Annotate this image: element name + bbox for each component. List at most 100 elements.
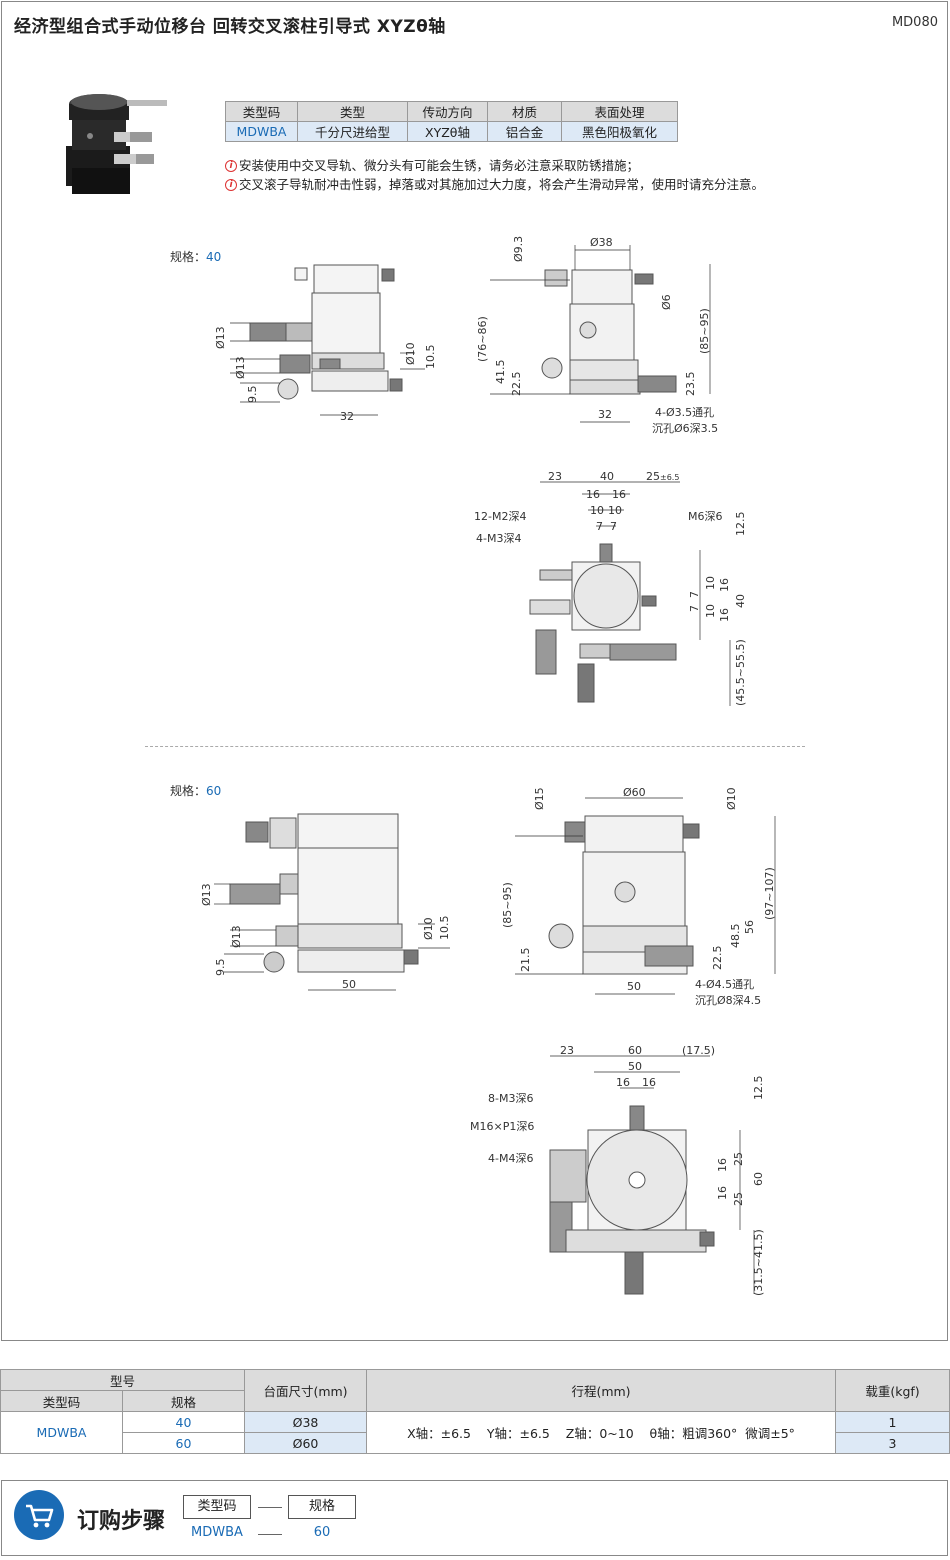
dim-label: 10.5 (424, 345, 437, 370)
spec-header-material: 材质 (487, 101, 562, 122)
cell-spec[interactable]: 40 (122, 1411, 245, 1433)
dim-label: 60 (628, 1044, 642, 1057)
dim-label: 32 (340, 410, 354, 423)
dim-label: 50 (628, 1060, 642, 1073)
dim-label: Ø15 (533, 787, 546, 810)
order-title: 订购步骤 (77, 1509, 166, 1534)
dim-label: 40 (734, 594, 747, 608)
dim-label: 10 (608, 504, 622, 517)
dim-label: 9.5 (246, 386, 259, 404)
notes: i 安装使用中交叉导轨、微分头有可能会生锈，请务必注意采取防锈措施； i 交叉滚… (225, 156, 764, 194)
dim-label: (17.5) (682, 1044, 715, 1057)
cell-spec[interactable]: 60 (122, 1432, 245, 1454)
dim-label: 16 (586, 488, 600, 501)
dim-label: 40 (600, 470, 614, 483)
dim-label: Ø10 (422, 917, 435, 940)
header-spec: 规格 (122, 1390, 245, 1412)
cell-load: 3 (835, 1432, 950, 1454)
spec-cell-type-code[interactable]: MDWBA (225, 121, 298, 142)
dim-label: Ø9.3 (512, 236, 525, 262)
dim-label: 32 (598, 408, 612, 421)
spec-cell-type: 千分尺进给型 (297, 121, 408, 142)
dim-label: Ø13 (234, 356, 247, 379)
side-view-60: Ø13 Ø13 9.5 Ø10 10.5 50 (200, 813, 451, 991)
page-frame (1, 1, 948, 1341)
dim-label: 16 (616, 1076, 630, 1089)
spec-cell-direction: XYZθ轴 (407, 121, 488, 142)
size-label-text: 规格： (170, 250, 207, 264)
dim-label: 22.5 (510, 372, 523, 397)
front-view-40: Ø9.3 Ø38 Ø6 (76~86) 41.5 22.5 (85~95) 23… (476, 236, 718, 435)
side-view-40: Ø13 Ø13 9.5 Ø10 10.5 32 (214, 264, 437, 423)
dim-label: 12.5 (734, 512, 747, 537)
size-label-40: 规格：40 (170, 248, 221, 265)
spec-cell-surface: 黑色阳极氧化 (561, 121, 678, 142)
dim-label: (76~86) (476, 316, 489, 362)
dim-label: 8-M3深6 (488, 1092, 533, 1105)
info-warning-icon: i (225, 159, 237, 172)
cart-icon (26, 1504, 54, 1528)
model-table: 型号 台面尺寸(mm) 行程(mm) 载重(kgf) 类型码 规格 MDWBA … (0, 1369, 950, 1454)
order-value-type-code[interactable]: MDWBA (191, 1525, 243, 1540)
note-item: i 交叉滚子导轨耐冲击性弱，掉落或对其施加过大力度，将会产生滑动异常，使用时请充… (225, 175, 764, 194)
order-header-spec: 规格 (288, 1495, 356, 1519)
dim-label: Ø10 (725, 787, 738, 810)
order-connector (258, 1507, 282, 1508)
dim-label: Ø38 (590, 236, 613, 249)
dim-label: 10.5 (438, 916, 451, 941)
cell-load: 1 (835, 1411, 950, 1433)
dim-label: 沉孔Ø6深3.5 (652, 422, 718, 435)
dim-label: ±6.5 (660, 473, 679, 482)
spec-cell-material: 铝合金 (487, 121, 562, 142)
spec-header-surface: 表面处理 (561, 101, 678, 122)
dim-label: Ø13 (200, 883, 213, 906)
cell-table-size: Ø60 (244, 1432, 367, 1454)
top-view-60: 23 60 (17.5) 50 16 16 8-M3深6 M16×P1深6 4-… (470, 1044, 765, 1296)
cell-table-size: Ø38 (244, 1411, 367, 1433)
dim-label: 23 (548, 470, 562, 483)
dim-label: 22.5 (711, 946, 724, 971)
spec-table: 类型码 类型 传动方向 材质 表面处理 MDWBA 千分尺进给型 XYZθ轴 铝… (225, 101, 678, 142)
dim-label: 沉孔Ø8深4.5 (695, 994, 761, 1007)
dim-label: 16 (716, 1158, 729, 1172)
header-travel: 行程(mm) (366, 1369, 836, 1412)
dim-label: 12-M2深4 (474, 510, 526, 523)
cell-type-code[interactable]: MDWBA (0, 1411, 123, 1454)
cell-travel: X轴：±6.5 Y轴：±6.5 Z轴：0~10 θ轴：粗调360° 微调±5° (366, 1411, 836, 1454)
product-code: MD080 (891, 15, 938, 30)
dim-label: 10 (590, 504, 604, 517)
order-connector (258, 1534, 282, 1535)
header-type-code: 类型码 (0, 1390, 123, 1412)
size-label-text: 规格： (170, 784, 207, 798)
dim-label: 50 (342, 978, 356, 991)
dim-label: 7 (610, 520, 617, 533)
order-value-spec[interactable]: 60 (313, 1525, 331, 1540)
dim-label: 25 (646, 470, 660, 483)
dim-label: 4-M4深6 (488, 1152, 533, 1165)
cart-badge (14, 1490, 64, 1540)
dim-label: (45.5~55.5) (734, 639, 747, 706)
order-header-type-code: 类型码 (183, 1495, 251, 1519)
dim-label: Ø13 (214, 326, 227, 349)
dim-label: 25 (732, 1192, 745, 1206)
dim-label: Ø60 (623, 786, 646, 799)
dim-label: 9.5 (214, 959, 227, 977)
dim-label: Ø10 (404, 342, 417, 365)
dim-label: 16 (716, 1186, 729, 1200)
spec-header-type: 类型 (297, 101, 408, 122)
dim-label: M6深6 (688, 510, 723, 523)
dim-label: 16 (642, 1076, 656, 1089)
dim-label: 23.5 (684, 372, 697, 397)
dim-label: 60 (752, 1172, 765, 1186)
note-item: i 安装使用中交叉导轨、微分头有可能会生锈，请务必注意采取防锈措施； (225, 156, 764, 175)
dim-label: Ø6 (660, 294, 673, 310)
dim-label: 4-M3深4 (476, 532, 521, 545)
dim-label: 25 (732, 1152, 745, 1166)
header-table-size: 台面尺寸(mm) (244, 1369, 367, 1412)
header-load: 载重(kgf) (835, 1369, 950, 1412)
product-photo (66, 94, 167, 194)
dim-label: 10 (704, 576, 717, 590)
dim-label: 50 (627, 980, 641, 993)
dim-label: (85~95) (501, 882, 514, 928)
dim-label: 7 (688, 591, 701, 598)
